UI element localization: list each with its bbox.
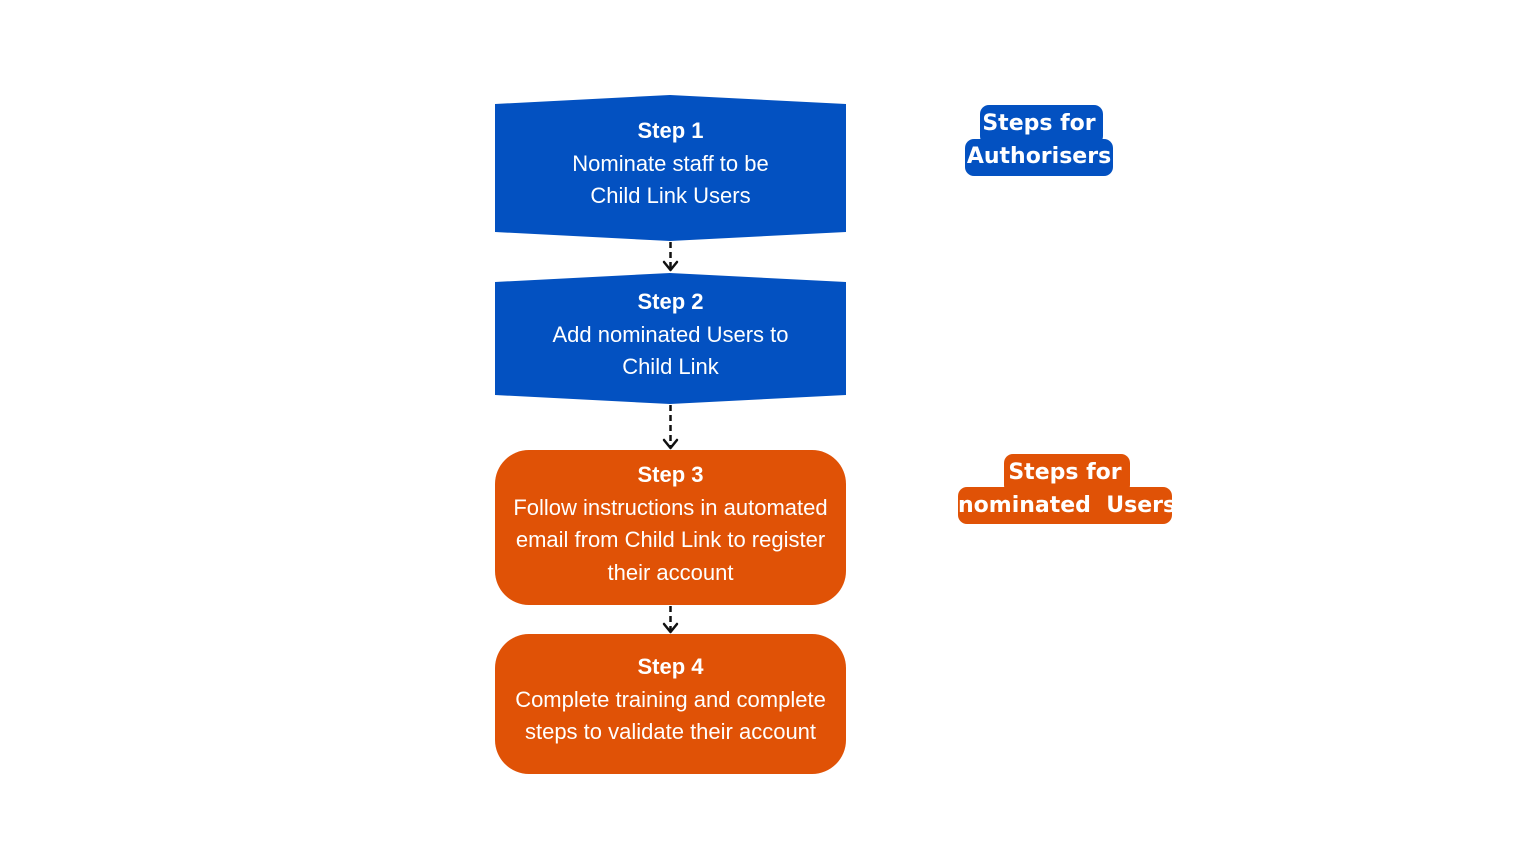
step-1-label: Step 1 [637,118,704,143]
step-1-text: Step 1 Nominate staff to be Child Link U… [495,115,846,213]
legend-users: Steps for nominated Users [958,456,1177,522]
legend-authorisers-line1: Steps for [982,111,1096,136]
step-2-text: Step 2 Add nominated Users to Child Link [495,286,846,384]
step-1-shape [495,95,846,241]
legend-authorisers: Steps for Authorisers [965,107,1113,173]
legend-users-shape [958,454,1172,524]
legend-authorisers-line2: Authorisers [966,144,1112,169]
step-2-label: Step 2 [637,289,704,314]
arrowhead-2-3 [662,438,679,450]
legend-users-line1: Steps for [1008,460,1122,485]
step-3-description: Follow instructions in automated email f… [513,494,828,585]
legend-users-line2: nominated Users [958,493,1177,518]
step-4-description: Complete training and complete steps to … [515,686,826,745]
step-2-description: Add nominated Users to Child Link [552,321,789,380]
step-4-label: Step 4 [637,654,704,679]
step-3-text: Step 3 Follow instructions in automated … [495,459,846,589]
legend-authorisers-shape [965,105,1113,176]
step-3-label: Step 3 [637,462,704,487]
step-4-shape [495,634,846,774]
step-1-description: Nominate staff to be Child Link Users [572,150,769,209]
arrowhead-1-2 [662,260,679,272]
arrowhead-3-4 [662,622,679,634]
step-4-text: Step 4 Complete training and complete st… [495,651,846,749]
step-2-shape [495,273,846,404]
step-3-shape [495,450,846,605]
